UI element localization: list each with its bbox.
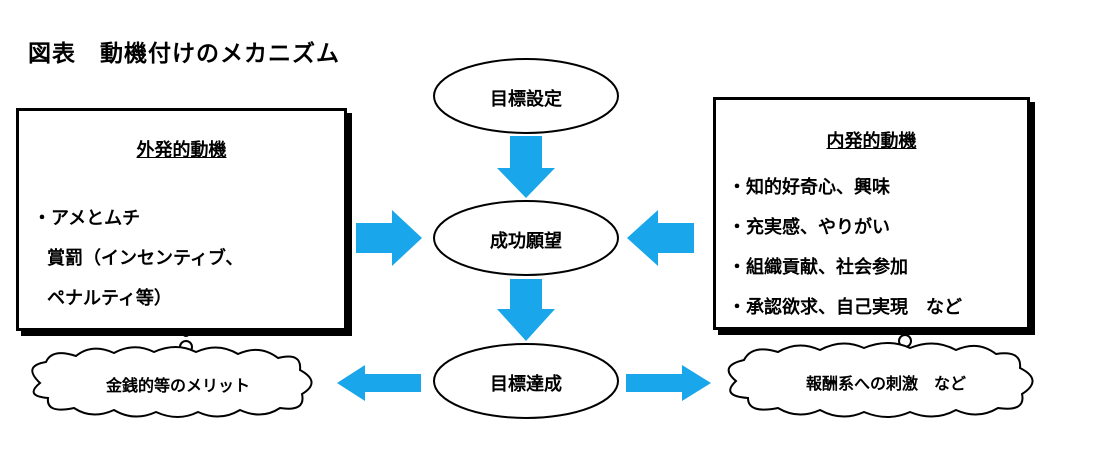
- arrow-right-extrinsic-to-desire: [356, 210, 422, 266]
- left-cloud: [31, 346, 313, 418]
- goal-achievement-ellipse: [433, 343, 619, 419]
- intrinsic-item: ・組織貢献、社会参加: [728, 257, 908, 278]
- success-desire-ellipse: [433, 200, 619, 276]
- diagram-title: 図表 動機付けのメカニズム: [28, 41, 340, 67]
- extrinsic-item: ・アメとムチ: [33, 208, 141, 229]
- right-cloud: [727, 342, 1034, 418]
- intrinsic-motivation-box: 内発的動機 ・知的好奇心、興味 ・充実感、やりがい ・組織貢献、社会参加 ・承認…: [713, 97, 1030, 330]
- extrinsic-item: ペナルティ等）: [47, 288, 172, 309]
- extrinsic-motivation-box: 外発的動機 ・アメとムチ 賞罰（インセンティブ、 ペナルティ等）: [16, 108, 347, 331]
- intrinsic-item: ・充実感、やりがい: [728, 217, 890, 238]
- extrinsic-heading: 外発的動機: [136, 140, 227, 161]
- goal-achievement-label: 目標達成: [490, 374, 562, 395]
- goal-setting-label: 目標設定: [490, 89, 562, 110]
- intrinsic-item: ・知的好奇心、興味: [728, 177, 890, 198]
- left-cloud-label: 金銭的等のメリット: [105, 376, 250, 395]
- arrow-down-setting-to-desire: [497, 136, 555, 198]
- arrow-down-desire-to-achievement: [497, 279, 555, 341]
- arrow-left-intrinsic-to-desire: [627, 210, 694, 266]
- success-desire-label: 成功願望: [490, 231, 562, 252]
- goal-setting-ellipse: [433, 58, 619, 134]
- right-cloud-label: 報酬系への刺激 など: [805, 374, 966, 393]
- intrinsic-heading: 内発的動機: [826, 131, 917, 152]
- arrow-left-achievement-to-merit: [337, 365, 421, 401]
- intrinsic-item: ・承認欲求、自己実現 など: [728, 297, 962, 318]
- arrow-right-achievement-to-reward: [626, 365, 711, 401]
- extrinsic-item: 賞罰（インセンティブ、: [47, 248, 244, 269]
